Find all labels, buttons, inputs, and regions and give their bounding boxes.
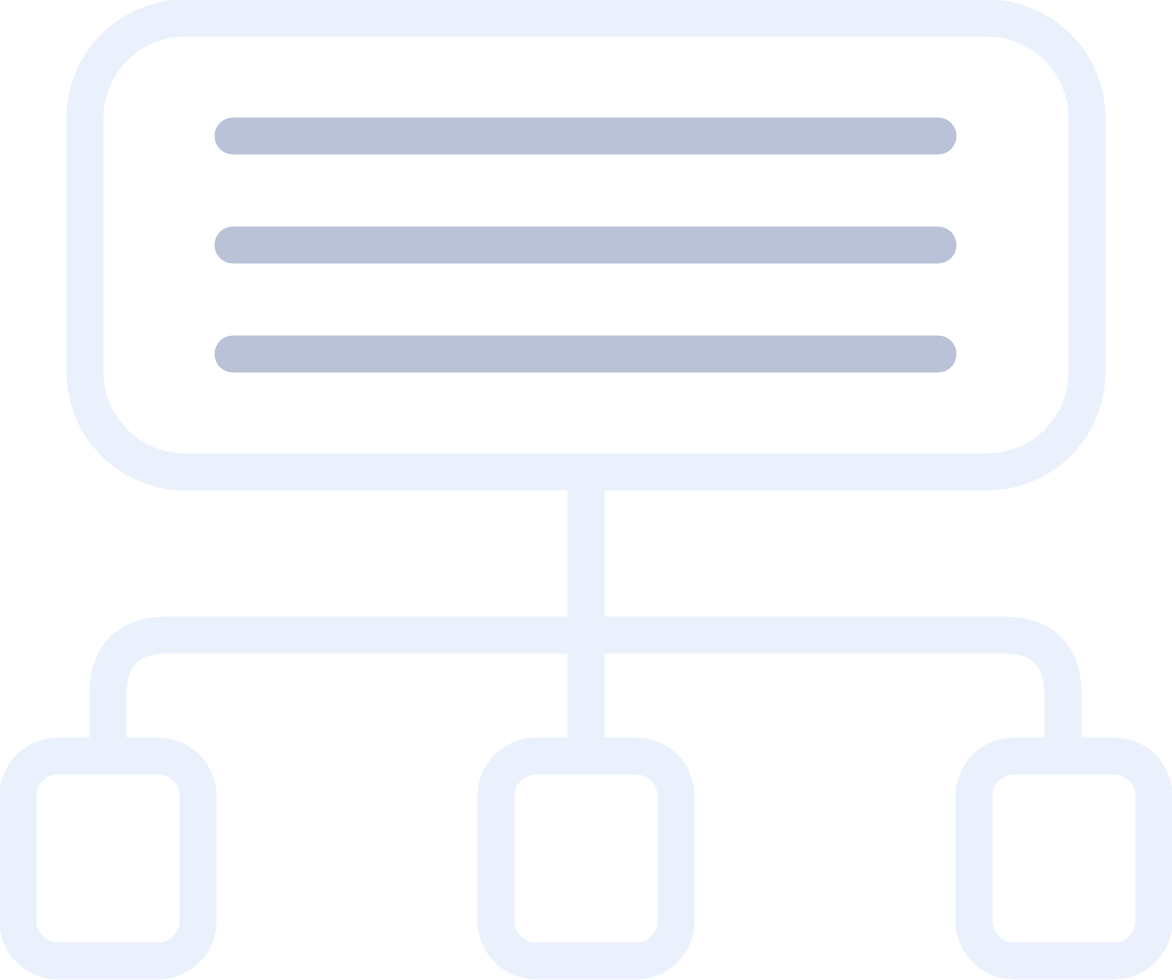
child-node-right <box>955 737 1172 980</box>
branch-connector <box>89 616 1082 756</box>
child-node-center <box>477 737 695 980</box>
parent-node-box <box>66 0 1106 491</box>
child-node-left <box>0 737 217 980</box>
